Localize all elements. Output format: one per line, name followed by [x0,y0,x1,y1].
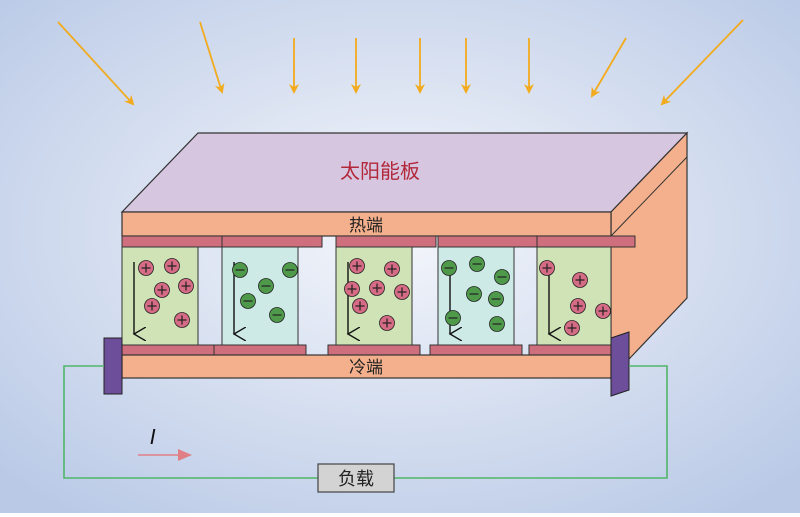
electron-minus-icon [240,293,256,309]
hole-plus-icon [164,258,180,274]
electron-minus-icon [258,278,274,294]
hot-end-slab [121,211,612,237]
sun-ray-arrow-icon [57,21,135,106]
cold-contact [213,344,307,356]
electron-minus-icon [269,307,285,323]
hole-plus-icon [178,278,194,294]
electron-minus-icon [466,286,482,302]
n-type-leg [213,235,323,356]
hole-plus-icon [595,303,611,319]
cold-contact [528,344,620,356]
p-type-leg [327,235,437,356]
n-type-leg [429,235,539,356]
hole-plus-icon [349,258,365,274]
hole-plus-icon [539,260,555,276]
p-type-leg [121,235,223,356]
electron-minus-icon [232,262,248,278]
cold-contact [327,344,421,356]
cold-contact [429,344,523,356]
cold-contact [121,344,223,356]
electron-minus-icon [469,256,485,272]
hot-contact [335,235,437,248]
hole-plus-icon [384,261,400,277]
hole-plus-icon [379,315,395,331]
circuit-wire-right [394,365,668,479]
electron-minus-icon [494,269,510,285]
hole-plus-icon [144,298,160,314]
hot-contact [536,235,636,248]
sun-ray-arrow-icon [199,21,225,94]
current-label: I [150,425,156,449]
electron-minus-icon [489,316,505,332]
slab-right-edge [610,156,688,237]
hole-plus-icon [570,298,586,314]
hot-contact [221,235,323,248]
right-terminal [610,331,630,397]
hole-plus-icon [154,282,170,298]
hole-plus-icon [352,298,368,314]
circuit-wire [63,365,318,479]
hole-plus-icon [394,284,410,300]
electron-minus-icon [488,291,504,307]
sun-rays [57,19,744,106]
hole-plus-icon [564,320,580,336]
electron-minus-icon [445,310,461,326]
cold-end-label: 冷端 [349,358,383,378]
solar-panel-label: 太阳能板 [340,159,420,183]
load-label: 负载 [338,469,374,490]
hole-plus-icon [344,281,360,297]
hot-contact [437,235,539,248]
electron-minus-icon [441,260,457,276]
hot-contact [121,235,223,248]
sun-ray-arrow-icon [660,19,744,106]
left-terminal [103,337,123,395]
sun-ray-arrow-icon [590,37,627,98]
hole-plus-icon [138,260,154,276]
hole-plus-icon [572,272,588,288]
electron-minus-icon [282,262,298,278]
hole-plus-icon [369,280,385,296]
load-box [317,463,395,493]
hole-plus-icon [174,312,190,328]
hot-end-label: 热端 [349,216,383,236]
